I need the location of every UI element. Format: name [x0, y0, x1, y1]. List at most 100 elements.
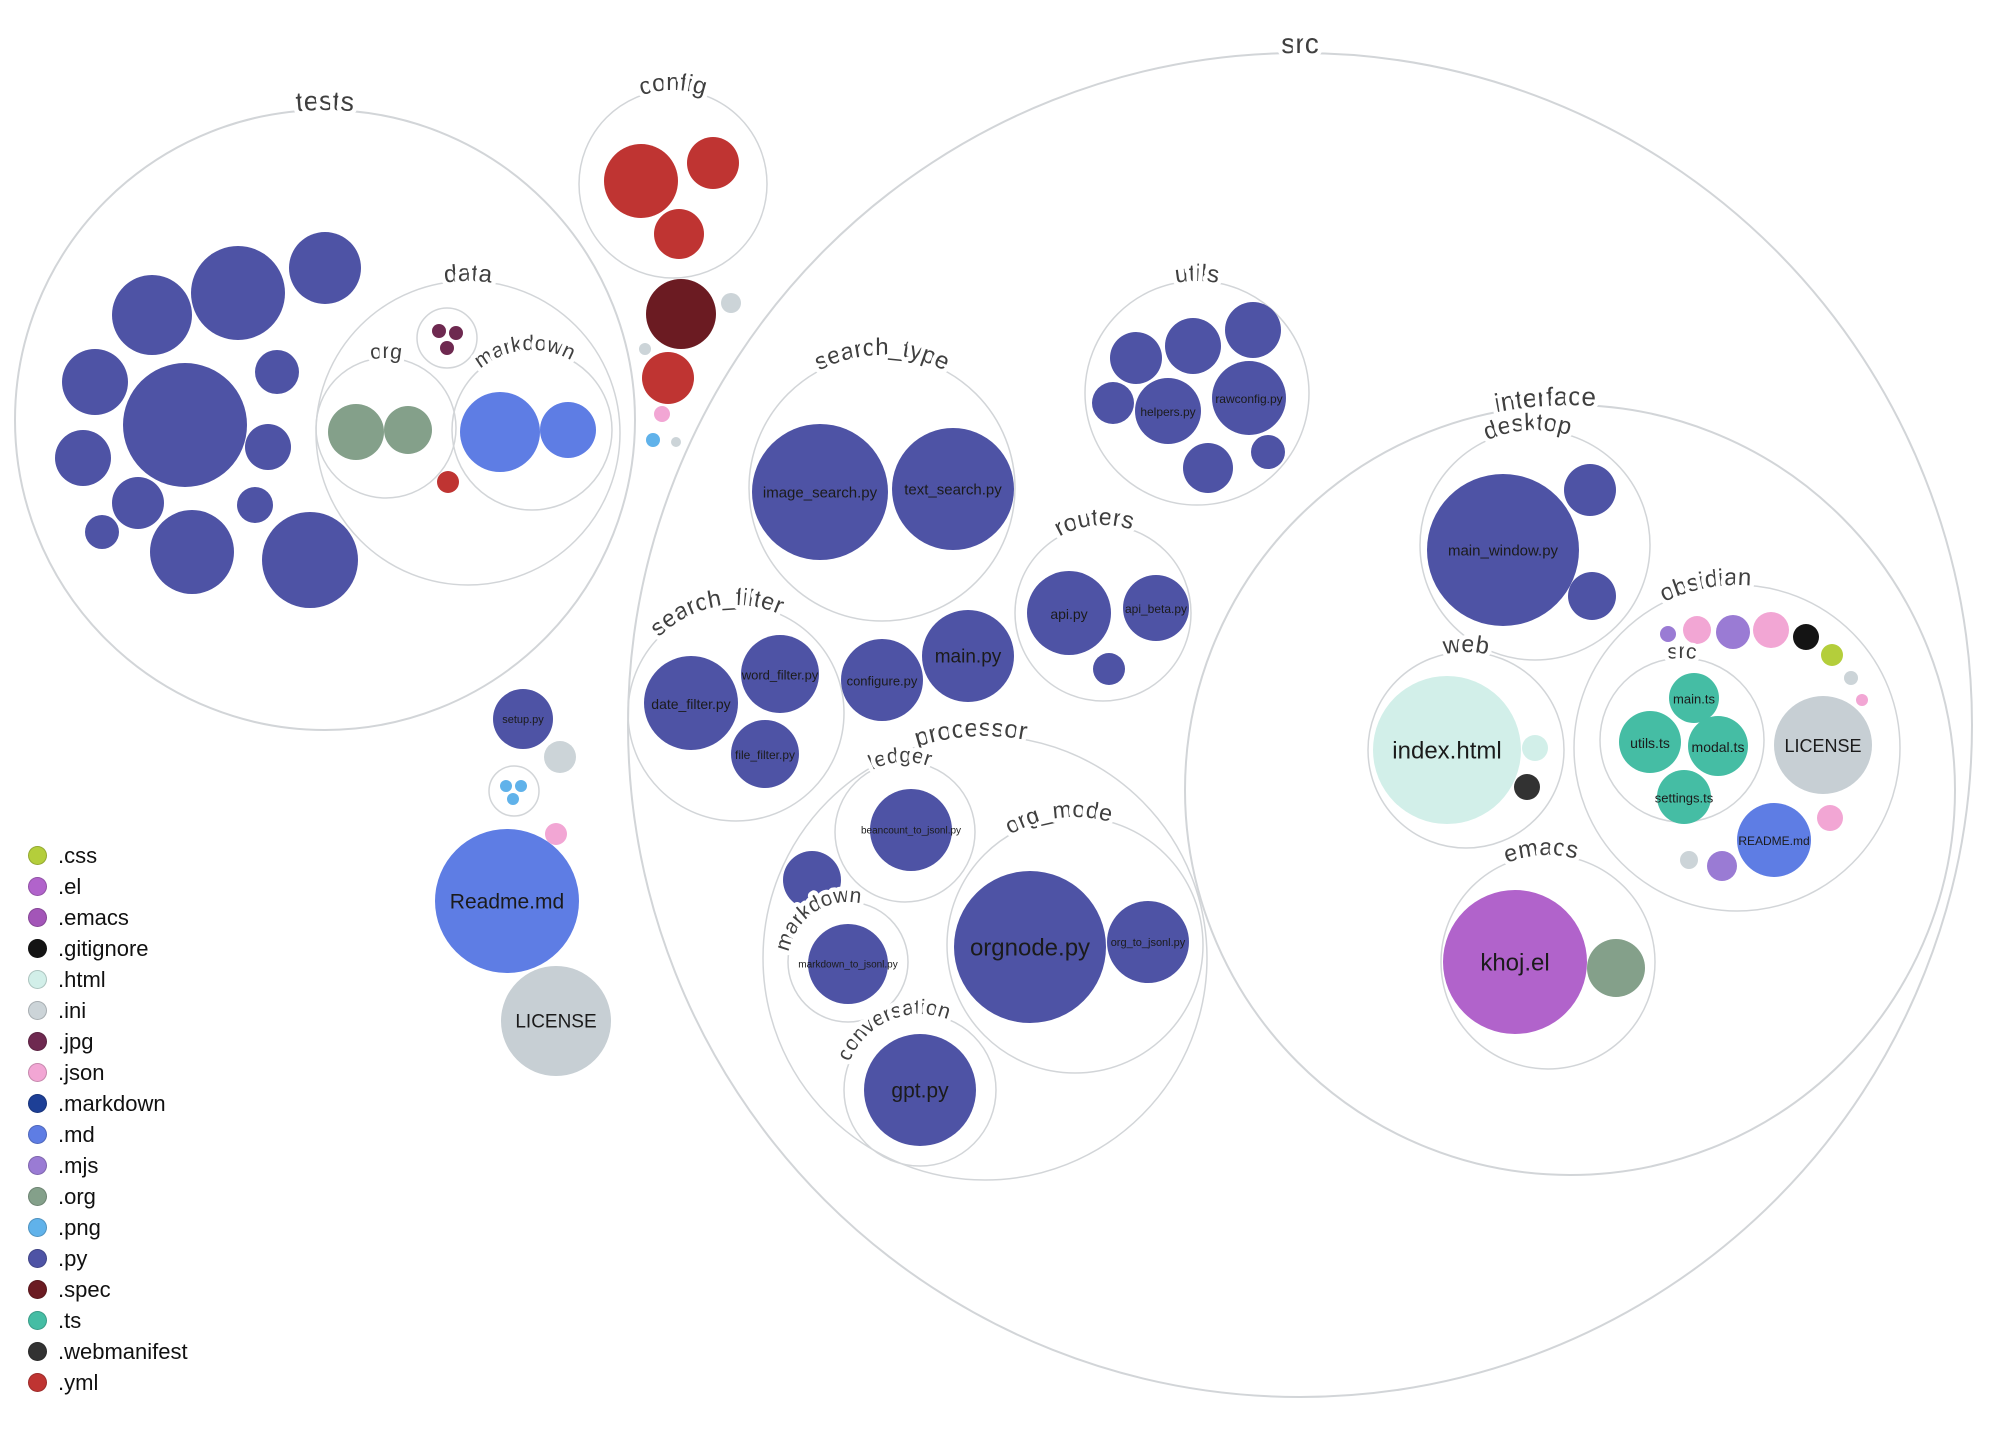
- file-circle-py-64: [1564, 464, 1616, 516]
- file-circle-mjs-85: [1707, 851, 1737, 881]
- legend-label-ts: .ts: [58, 1307, 82, 1333]
- legend-dot-css: [28, 846, 47, 865]
- dir-label-src-routers: routers: [1050, 504, 1137, 542]
- file-circle-api.py: [1027, 571, 1111, 655]
- dir-circle-processor-ledger: [834, 761, 976, 903]
- file-circle-image_search.py: [752, 424, 888, 560]
- file-circle-py-9: [150, 510, 234, 594]
- legend-dot-png: [28, 1218, 47, 1237]
- file-circle-py-50: [1251, 435, 1285, 469]
- dir-label-src-interface: interface: [1492, 381, 1597, 418]
- file-circle-ini-32: [544, 741, 576, 773]
- file-circle-README.md: [1737, 803, 1811, 877]
- dir-circle-src-routers: [1014, 524, 1192, 702]
- dir-label-src-utils: utils: [1173, 260, 1221, 289]
- file-circle-LICENSE: [1774, 696, 1872, 794]
- file-circle-configure.py: [841, 639, 923, 721]
- file-circle-gpt.py: [864, 1034, 976, 1146]
- legend-label-org: .org: [58, 1183, 96, 1209]
- legend-item-emacs: .emacs: [28, 902, 188, 933]
- legend-item-html: .html: [28, 964, 188, 995]
- file-circle-png-35: [507, 793, 519, 805]
- file-circle-py-11: [85, 515, 119, 549]
- legend-item-org: .org: [28, 1181, 188, 1212]
- file-circle-markdown_to_jsonl.py: [808, 924, 888, 1004]
- file-circle-yml-21: [604, 144, 678, 218]
- dir-circle-tests-data-org: [315, 357, 457, 499]
- file-label-helpers.py: helpers.py: [1140, 405, 1195, 419]
- dir-circle-interface-obsidian: [1573, 584, 1901, 912]
- legend-label-markdown: .markdown: [58, 1090, 166, 1116]
- file-circle-py-2: [289, 232, 361, 304]
- file-circle-orgnode.py: [954, 871, 1106, 1023]
- dir-label-interface-obsidian: obsidian: [1656, 564, 1752, 608]
- dir-label-tests-data: data: [442, 260, 494, 289]
- file-label-org_to_jsonl.py: org_to_jsonl.py: [1111, 937, 1186, 949]
- file-label-Readme.md: Readme.md: [450, 891, 564, 914]
- legend-dot-gitignore: [28, 939, 47, 958]
- dir-circle-config: [578, 89, 768, 279]
- dir-label-src-search_filter: search_filter: [645, 584, 788, 642]
- file-circle-settings.ts: [1657, 770, 1711, 824]
- file-label-LICENSE: LICENSE: [515, 1012, 596, 1033]
- file-circle-Readme.md: [435, 829, 579, 973]
- file-circle-khoj.el: [1443, 890, 1587, 1034]
- legend-label-gitignore: .gitignore: [58, 935, 149, 961]
- legend-item-mjs: .mjs: [28, 1150, 188, 1181]
- file-label-index.html: index.html: [1392, 738, 1501, 765]
- dir-circle-processor-markdown: [787, 901, 909, 1023]
- file-circle-rawconfig.py: [1212, 361, 1286, 435]
- file-circle-jpg-15: [440, 341, 454, 355]
- dir-label-processor-org_mode: org_mode: [1000, 796, 1115, 839]
- file-circle-org_to_jsonl.py: [1107, 901, 1189, 983]
- file-circle-png-33: [500, 780, 512, 792]
- file-circle-py-7: [112, 477, 164, 529]
- file-circle-html-67: [1522, 735, 1548, 761]
- file-circle-index.html: [1373, 676, 1521, 824]
- file-label-modal.ts: modal.ts: [1692, 739, 1745, 755]
- file-label-LICENSE: LICENSE: [1784, 736, 1861, 756]
- file-circle-word_filter.py: [741, 635, 819, 713]
- dir-label-src-search_type: search_type: [810, 334, 954, 376]
- legend-dot-ini: [28, 1001, 47, 1020]
- dir-label-config: config: [636, 69, 710, 101]
- file-circle-api_beta.py: [1123, 575, 1189, 641]
- file-circle-json-78: [1753, 612, 1789, 648]
- dir-label-interface-web: web: [1440, 631, 1491, 660]
- file-label-markdown_to_jsonl.py: markdown_to_jsonl.py: [798, 960, 898, 971]
- dir-circle-interface-emacs: [1440, 854, 1656, 1070]
- file-circle-yml-27: [642, 352, 694, 404]
- dir-circle-src-search_filter: [627, 604, 845, 822]
- file-circle-setup.py: [493, 689, 553, 749]
- file-circle-gitignore-79: [1793, 624, 1819, 650]
- dir-circle-interface-desktop: [1419, 429, 1651, 661]
- file-circle-org-87: [1587, 939, 1645, 997]
- file-circle-css-80: [1821, 644, 1843, 666]
- legend-item-markdown: .markdown: [28, 1088, 188, 1119]
- legend-label-emacs: .emacs: [58, 904, 129, 930]
- dir-circle-root-images: [488, 765, 540, 817]
- file-circle-json-36: [545, 823, 567, 845]
- legend-item-spec: .spec: [28, 1274, 188, 1305]
- file-circle-beancount_to_jsonl.py: [870, 789, 952, 871]
- file-circle-date_filter.py: [644, 656, 738, 750]
- file-circle-py-5: [255, 350, 299, 394]
- file-circle-spec-24: [646, 279, 716, 349]
- file-label-README.md: README.md: [1738, 834, 1809, 848]
- dir-circle-tests-data-images: [416, 307, 478, 369]
- dir-circle-src-search_type: [748, 354, 1016, 622]
- file-circle-ini-84: [1680, 851, 1698, 869]
- file-circle-md-18: [460, 392, 540, 472]
- legend-item-webmanifest: .webmanifest: [28, 1336, 188, 1367]
- file-circle-py-57: [783, 851, 841, 909]
- legend-item-png: .png: [28, 1212, 188, 1243]
- file-circle-json-83: [1817, 805, 1843, 831]
- dir-circle-processor-org_mode: [946, 816, 1204, 1074]
- file-circle-ini-30: [671, 437, 681, 447]
- file-circle-py-3: [62, 349, 128, 415]
- dir-circle-src-interface: [1184, 404, 1956, 1176]
- file-circle-json-28: [654, 406, 670, 422]
- file-label-word_filter.py: word_filter.py: [741, 668, 819, 683]
- legend-item-md: .md: [28, 1119, 188, 1150]
